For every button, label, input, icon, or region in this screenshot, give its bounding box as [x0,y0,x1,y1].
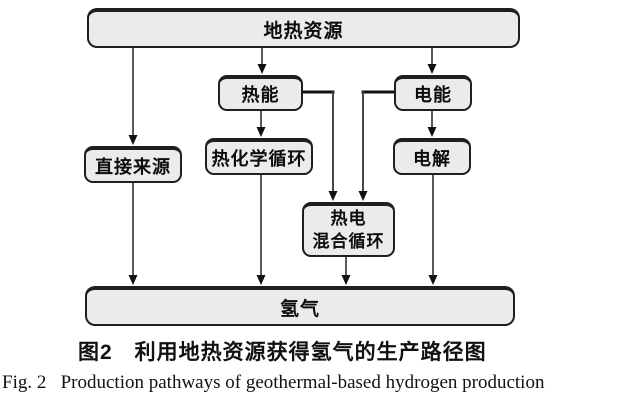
arrowhead-geothermal-direct [128,135,138,145]
arrowhead-electric-hybrid [358,191,368,201]
caption-chinese: 图2 利用地热资源获得氢气的生产路径图 [78,341,487,364]
arrowhead-thermal-hybrid [328,191,338,201]
node-thermal-energy: 热能 [218,75,303,111]
arrowhead-electrolysis-hydrogen [428,275,438,285]
node-hybrid-cycle: 热电 混合循环 [302,202,395,257]
node-thermochemical-cycle: 热化学循环 [205,138,313,175]
arrowhead-thermochemical-hydrogen [256,275,266,285]
arrowhead-hybrid-hydrogen [341,275,351,285]
node-electrolysis: 电解 [393,138,471,175]
node-hydrogen: 氢气 [85,286,515,326]
caption-english: Fig. 2 Production pathways of geothermal… [2,372,545,393]
arrowhead-direct-hydrogen [128,275,138,285]
node-geothermal: 地热资源 [87,8,520,48]
arrowhead-geothermal-electric [427,64,437,74]
arrowhead-geothermal-thermal [257,64,267,74]
arrowhead-thermal-thermochemical [256,127,266,137]
node-direct-source: 直接来源 [84,146,182,183]
node-electric-energy: 电能 [394,75,472,111]
arrowhead-electric-electrolysis [427,127,437,137]
